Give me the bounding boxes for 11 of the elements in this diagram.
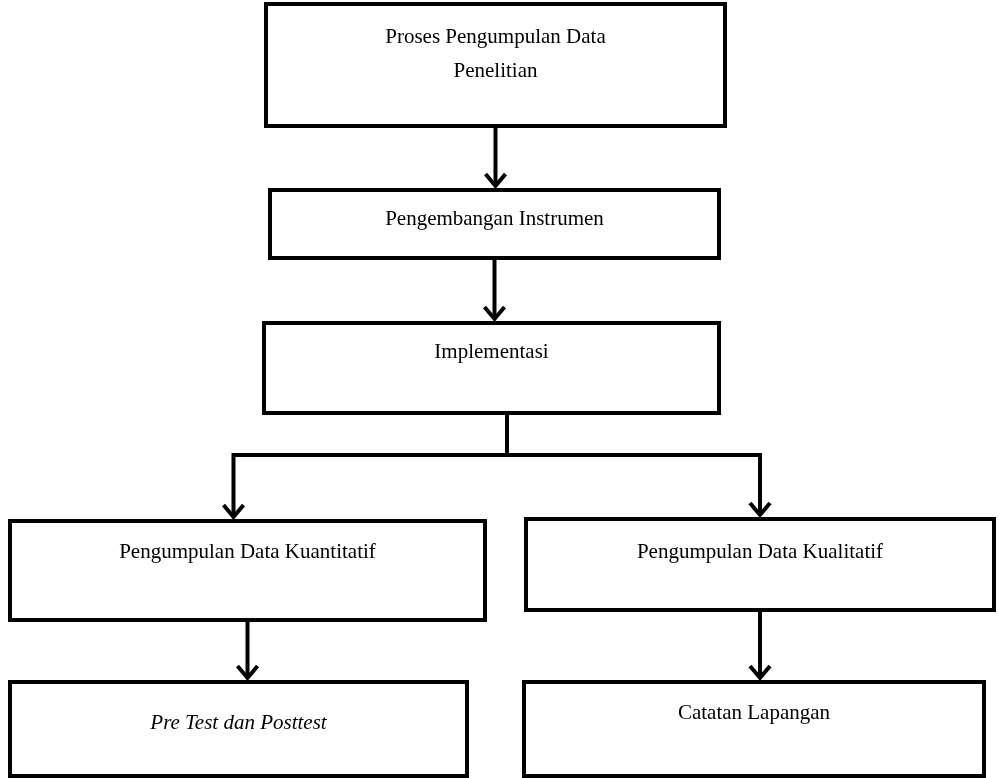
arrow (748, 612, 772, 680)
process-box: Implementasi (262, 321, 721, 415)
process-box: Pengumpulan Data Kualitatif (524, 517, 996, 612)
process-box: Pengembangan Instrumen (268, 188, 721, 260)
arrow (235, 622, 260, 680)
arrow (482, 260, 507, 321)
process-box: Catatan Lapangan (522, 680, 986, 778)
process-box: Pre Test dan Posttest (8, 680, 469, 778)
process-box: Pengumpulan Data Kuantitatif (8, 519, 487, 622)
arrow (483, 128, 508, 188)
process-box: Proses Pengumpulan Data Penelitian (264, 2, 727, 128)
